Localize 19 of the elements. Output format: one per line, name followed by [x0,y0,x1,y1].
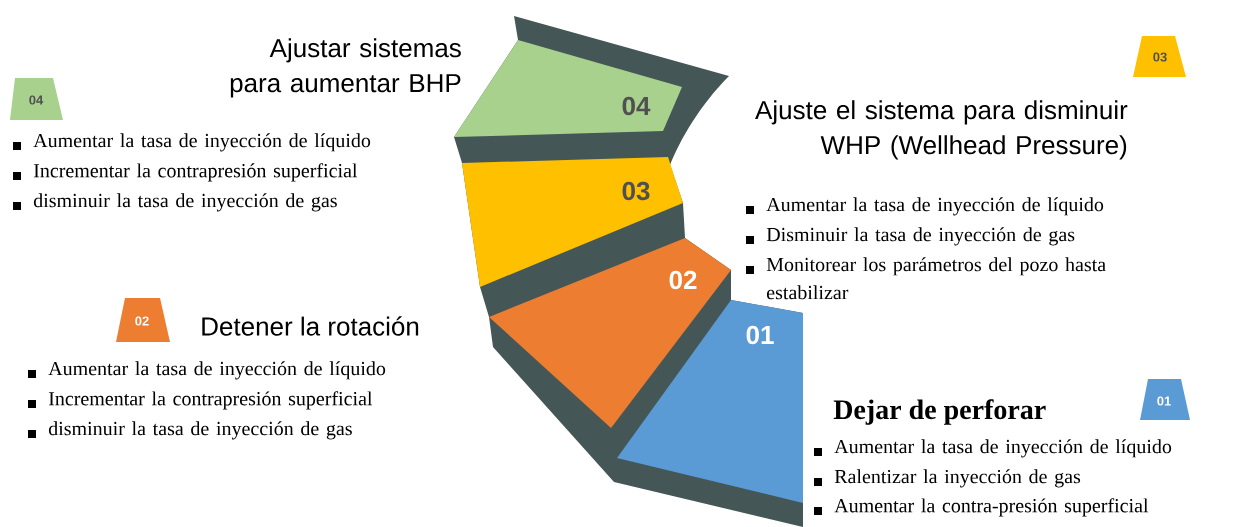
number-badge: 04 [10,78,63,120]
bullet-item: disminuir la tasa de inyección de gas [28,421,352,440]
bullet-item: Aumentar la tasa de inyección de líquido [814,439,1172,458]
bullet-item: Aumentar la contra-presión superficial [814,498,1149,517]
bullet-item: Ralentizar la inyección de gas [814,469,1081,488]
bullet-item: Incrementar la contrapresión superficial [13,163,358,182]
heading: Detener la rotación [202,316,419,336]
number-badge: 01 [1140,379,1190,420]
bullet-item: Aumentar la tasa de inyección de líquido [28,361,386,380]
bullet-item: Aumentar la tasa de inyección de líquido [746,197,1104,216]
bullet-item: disminuir la tasa de inyección de gas [13,193,337,212]
step-block: 01 [617,300,803,503]
number-badge: 02 [116,298,170,342]
bullet-item: Incrementar la contrapresión superficial [28,391,373,410]
bullet-item: Monitorear los parámetros del pozo hasta estabilizar [746,257,1106,300]
bullet-item: Disminuir la tasa de inyección de gas [746,227,1075,246]
bullet-item: Aumentar la tasa de inyección de líquido [13,133,371,152]
step-block: 02 [489,238,731,428]
number-badge: 03 [1133,36,1186,77]
